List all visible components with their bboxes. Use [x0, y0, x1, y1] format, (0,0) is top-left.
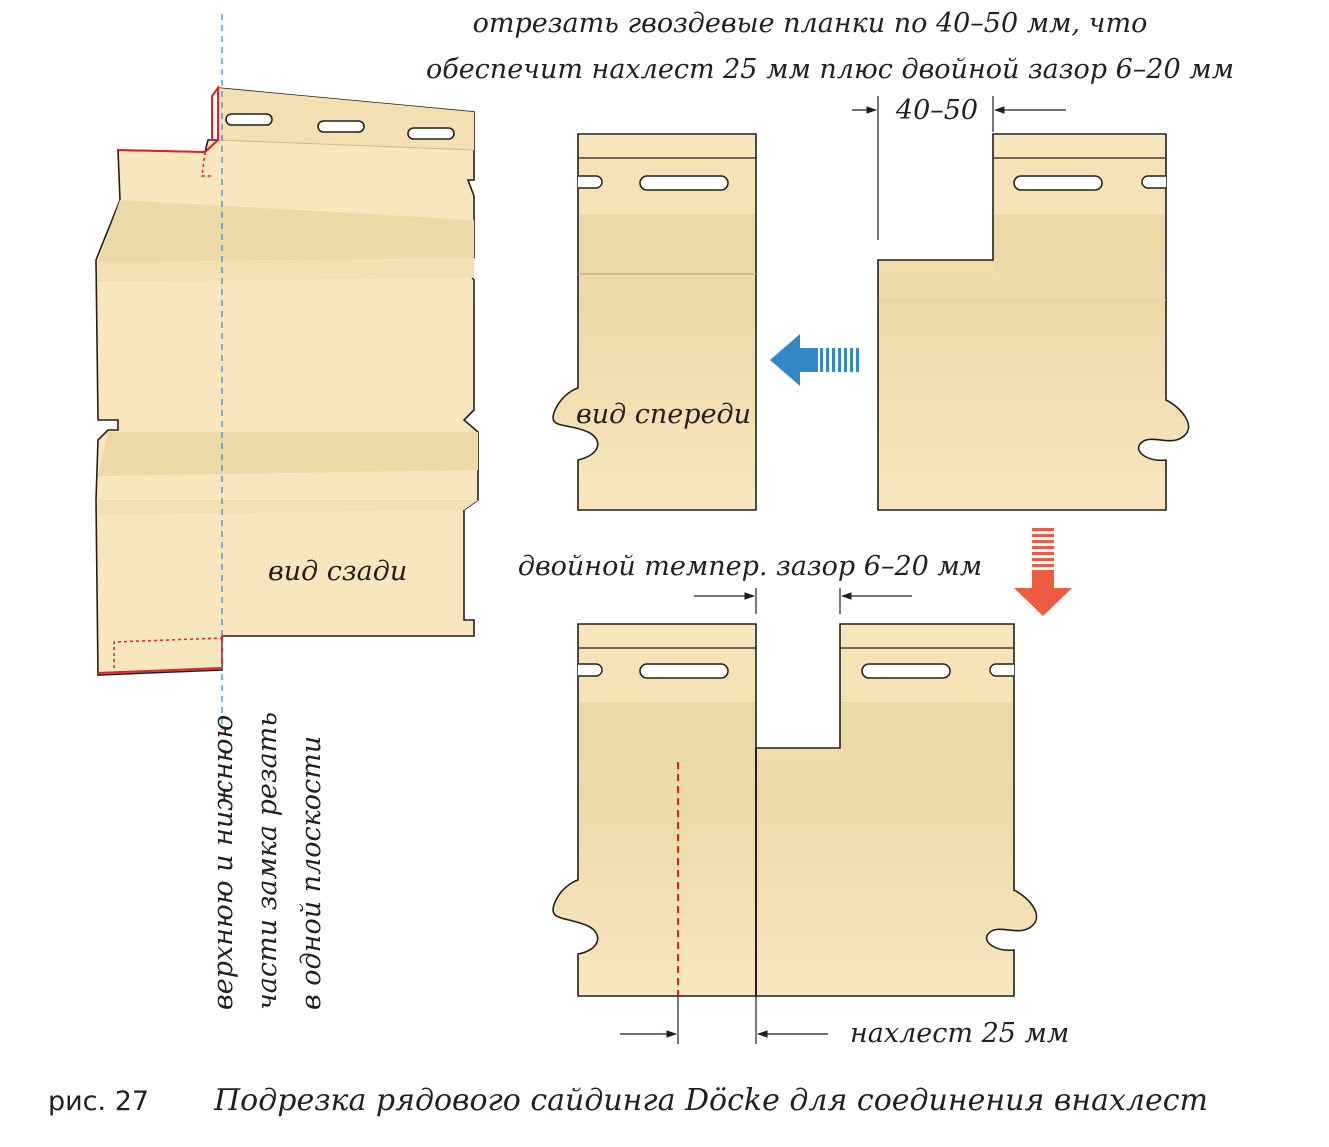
nail-slot	[317, 120, 365, 133]
cut-line-top-hidden	[201, 151, 212, 177]
front-view-panel-left: вид спереди	[552, 133, 757, 511]
joined-panels	[552, 623, 1038, 997]
top-note-line-1: отрезать гвоздевые планки по 40–50 мм, ч…	[473, 8, 1148, 39]
gap-dimension	[694, 588, 912, 614]
vertical-note-line-2: части замка резать	[252, 712, 283, 1010]
back-panel-shade-3	[98, 432, 478, 476]
dimension-40-50: 40–50	[852, 95, 1066, 240]
front-view-label: вид спереди	[576, 399, 751, 430]
top-note-line-2: обеспечит нахлест 25 мм плюс двойной заз…	[426, 54, 1234, 85]
nail-slot	[861, 663, 951, 679]
overlap-dimension: нахлест 25 мм	[620, 996, 1069, 1049]
nail-notch	[1141, 175, 1166, 189]
caption-text: Подрезка рядового сайдинга Döcke для сое…	[213, 1083, 1208, 1118]
nail-notch	[578, 663, 603, 677]
back-panel-line	[217, 139, 475, 151]
front-view-panel-right	[877, 133, 1190, 511]
back-view-panel: вид сзади	[95, 14, 479, 730]
back-panel-shade-4	[98, 500, 478, 515]
dimension-label: 40–50	[895, 95, 978, 126]
nail-slot	[639, 663, 729, 679]
cut-line-bottom-hidden	[113, 637, 223, 668]
vertical-note: верхнюю и нижнюю части замка резать в од…	[208, 712, 327, 1010]
nail-slot	[1013, 175, 1103, 191]
caption-number: рис. 27	[48, 1086, 149, 1117]
nail-slot	[639, 175, 729, 191]
back-view-label: вид сзади	[268, 556, 407, 587]
nail-notch	[578, 175, 603, 189]
back-panel-shade-1	[98, 200, 474, 262]
arrow-down-icon	[1014, 528, 1072, 616]
nail-slot	[407, 127, 455, 140]
nail-slot	[225, 113, 273, 126]
back-panel-shade-2	[98, 258, 474, 282]
overlap-note: нахлест 25 мм	[850, 1018, 1069, 1049]
gap-note: двойной темпер. зазор 6–20 мм	[518, 551, 982, 582]
vertical-note-line-1: верхнюю и нижнюю	[208, 715, 239, 1010]
vertical-note-line-3: в одной плоскости	[296, 736, 327, 1010]
cut-line-top	[117, 85, 219, 154]
nail-notch	[989, 663, 1014, 677]
arrow-left-icon	[770, 334, 859, 386]
